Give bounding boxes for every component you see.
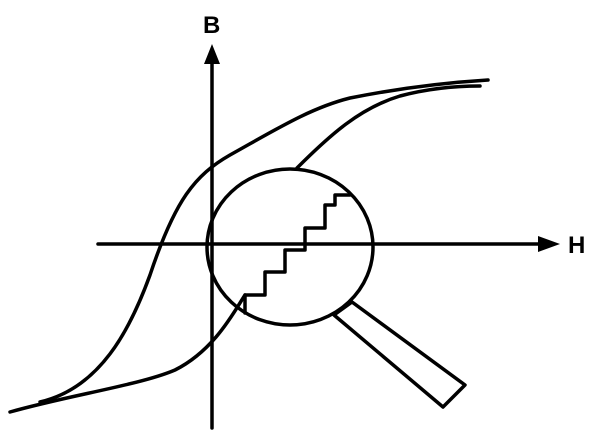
- h-axis-label: H: [568, 232, 585, 259]
- barkhausen-staircase: [243, 193, 352, 315]
- hysteresis-loop: [8, 78, 490, 414]
- h-axis-arrowhead: [538, 236, 560, 252]
- ascending-branch: [8, 293, 247, 414]
- magnifier-handle: [332, 300, 467, 409]
- upper-ascending-branch: [295, 84, 482, 170]
- magnifying-glass: [205, 167, 467, 409]
- h-axis: H: [96, 232, 585, 259]
- b-axis-arrowhead: [204, 44, 220, 64]
- b-axis-label: B: [203, 12, 220, 39]
- magnifier-lens: [205, 167, 375, 327]
- descending-branch: [38, 78, 490, 404]
